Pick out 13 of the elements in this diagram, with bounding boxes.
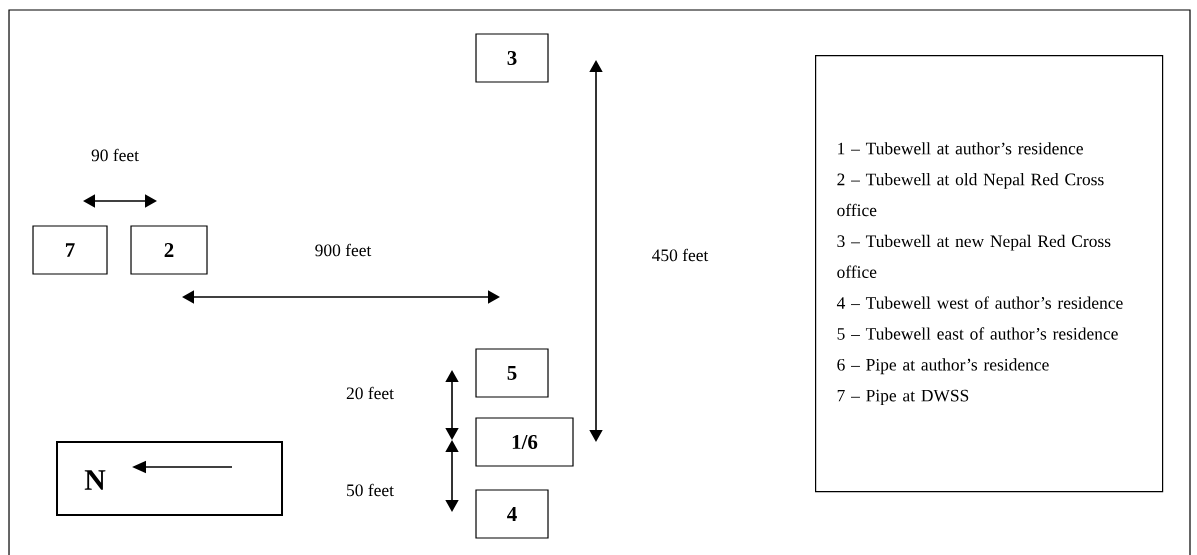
well-box: 4 [475,489,549,539]
well-box: 7 [32,225,108,275]
dimension-label: 50 feet [347,483,394,497]
well-box: 2 [130,225,208,275]
well-box: 3 [475,33,549,83]
dimension-label: 450 feet [652,248,709,262]
dimension-label: 90 feet [91,148,139,162]
compass-box: N [56,441,283,516]
key-box: 1 – Tubewell at author’s residence 2 – Tubewell at old Nepal Red Cross office 3 – Tubewell at new Nepal Red Cross office 4 – Tubewell west of author’s residence 5 – Tubewell east of author’s residence 6 – Pipe at author’s residence 7 – Pipe at DWSS [815,55,1164,493]
well-box: 1/6 [475,417,574,467]
dimension-label: 900 feet [315,243,372,257]
dimension-label: 20 feet [346,386,394,400]
well-box: 5 [475,348,549,398]
